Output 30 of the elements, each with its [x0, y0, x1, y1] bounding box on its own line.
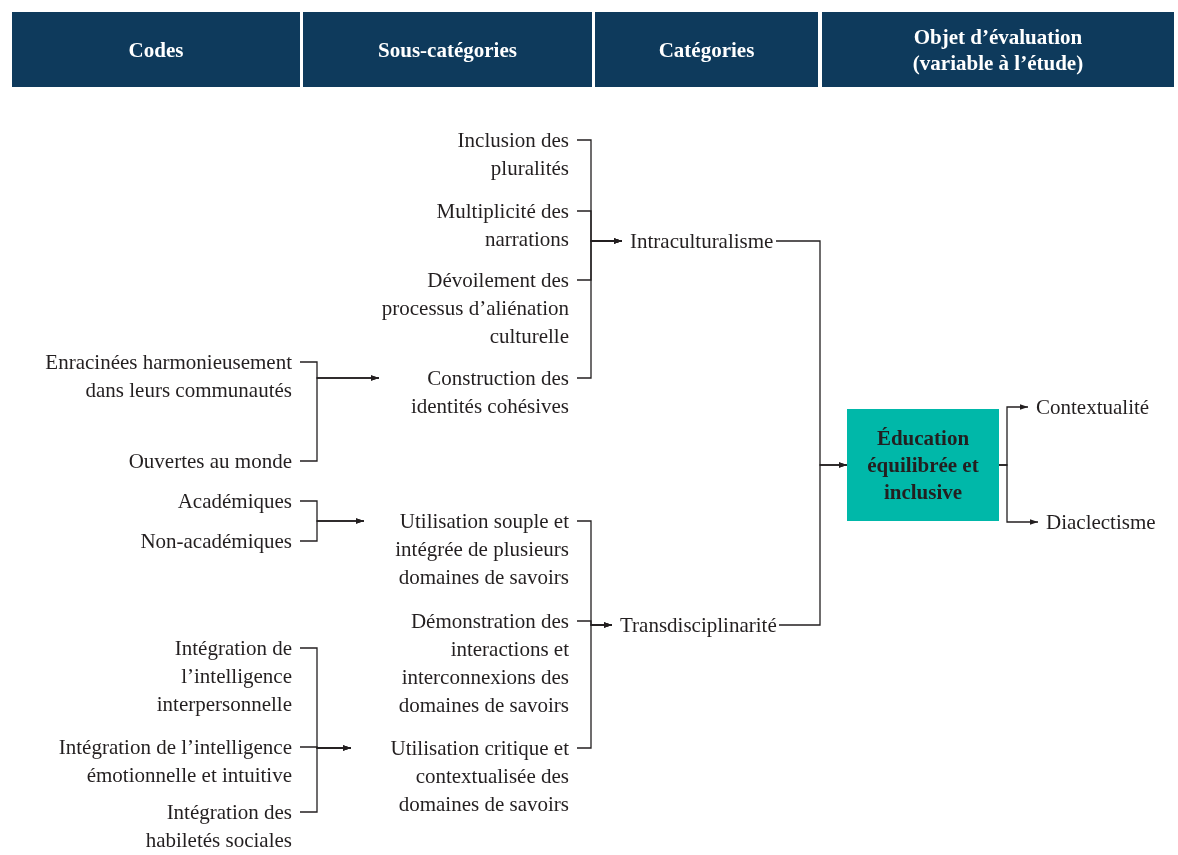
- connector-arrow: [299, 518, 365, 542]
- item-label: Enracinées harmonieusement dans leurs communautés: [42, 348, 300, 404]
- item-label: Utilisation souple et intégrée de plusieurs domaines de savoirs: [364, 507, 577, 591]
- item-label: Intégration de l’intelligence émotionnelle et intuitive: [2, 733, 300, 789]
- connector-arrow: [576, 238, 623, 379]
- item-label: Non-académiques: [138, 527, 300, 555]
- item-label: Ouvertes au monde: [126, 447, 300, 475]
- connector-arrow: [299, 375, 380, 462]
- column-header: Sous-catégories: [303, 12, 592, 87]
- column-header: Codes: [12, 12, 300, 87]
- connector-arrow: [299, 745, 352, 813]
- item-label: Contextualité: [1028, 393, 1152, 421]
- item-label: Transdisciplinarité: [612, 611, 779, 639]
- item-label: Dévoilement des processus d’aliénation culturelle: [349, 266, 577, 350]
- item-label: Intégration de l’intelligence interpersonnelle: [112, 634, 300, 718]
- connector-arrow: [778, 462, 848, 626]
- column-header: Objet d’évaluation (variable à l’étude): [822, 12, 1174, 87]
- item-label: Inclusion des pluralités: [439, 126, 577, 182]
- item-label: Académiques: [175, 487, 300, 515]
- item-label: Intraculturalisme: [622, 227, 776, 255]
- item-label: Multiplicité des narrations: [419, 197, 577, 253]
- item-label: Utilisation critique et contextualisée des domaines de savoirs: [351, 734, 577, 818]
- item-label: Intégration des habiletés sociales: [112, 798, 300, 854]
- connector-arrow: [998, 464, 1039, 525]
- connector-arrow: [576, 622, 613, 749]
- outcome-box: Éducation équilibrée et inclusive: [847, 409, 999, 521]
- column-header: Catégories: [595, 12, 818, 87]
- item-label: Diaclectisme: [1038, 508, 1158, 536]
- item-label: Démonstration des interactions et interconnexions des domaines de savoirs: [364, 607, 577, 719]
- item-label: Construction des identités cohésives: [379, 364, 577, 420]
